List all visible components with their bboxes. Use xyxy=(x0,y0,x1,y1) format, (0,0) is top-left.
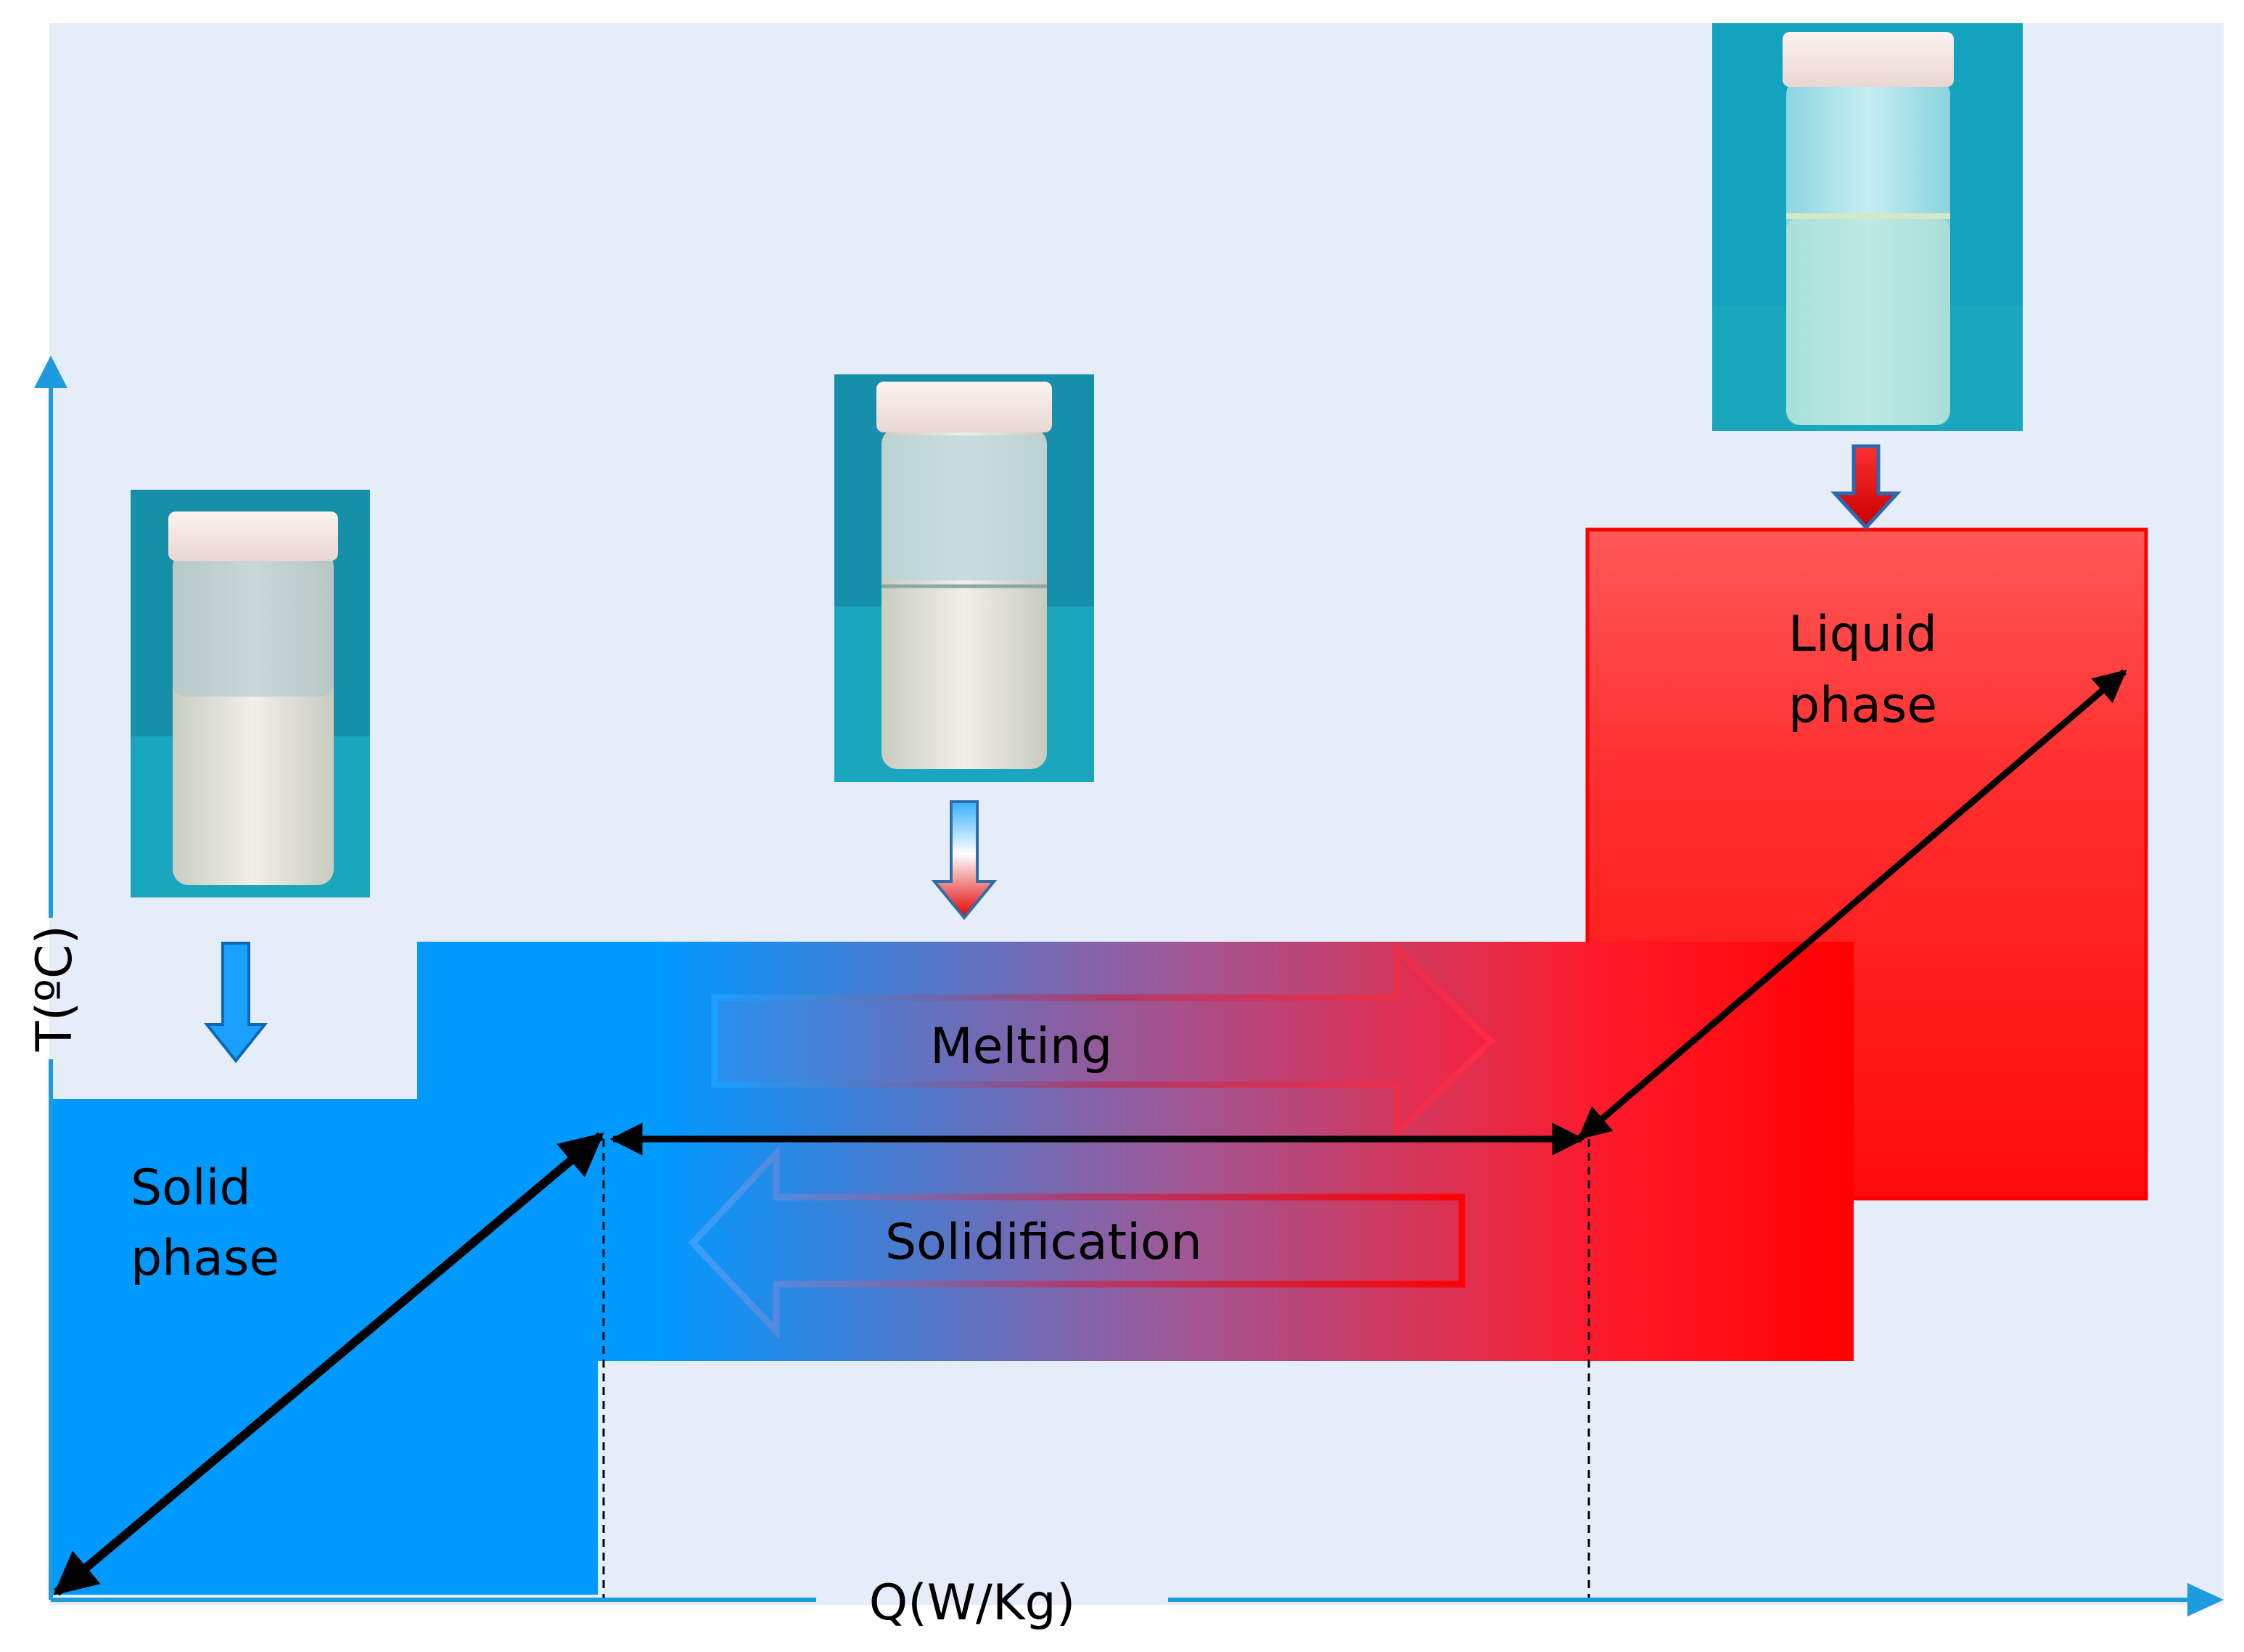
solid-phase-label: Solid xyxy=(131,1159,251,1217)
melting-sample-photo xyxy=(834,374,1094,782)
x-axis-arrowhead xyxy=(2187,1583,2224,1616)
liquid-phase-label: phase xyxy=(1788,677,1937,734)
solid-heating-line xyxy=(53,1132,604,1596)
liquid-sample-photo xyxy=(1712,23,2023,431)
melting-down-arrow xyxy=(931,800,998,921)
liquid-down-arrow xyxy=(1830,444,1902,530)
x-axis-label: Q(W/Kg) xyxy=(869,1574,1075,1632)
melting-label: Melting xyxy=(930,1018,1112,1075)
phase-change-band-upper xyxy=(417,942,606,1101)
y-axis-label: T(ºC) xyxy=(26,925,83,1052)
liquid-phase-label: Liquid xyxy=(1788,606,1937,663)
y-axis-arrowhead xyxy=(34,356,67,388)
solid-sample-photo xyxy=(131,490,370,897)
solid-down-arrow xyxy=(203,942,268,1064)
melting-arrow xyxy=(711,941,1496,1141)
solidification-label: Solidification xyxy=(885,1214,1202,1271)
liquid-heating-line xyxy=(1577,669,2127,1141)
solidification-arrow xyxy=(688,1145,1466,1340)
solid-phase-label: phase xyxy=(131,1230,279,1287)
